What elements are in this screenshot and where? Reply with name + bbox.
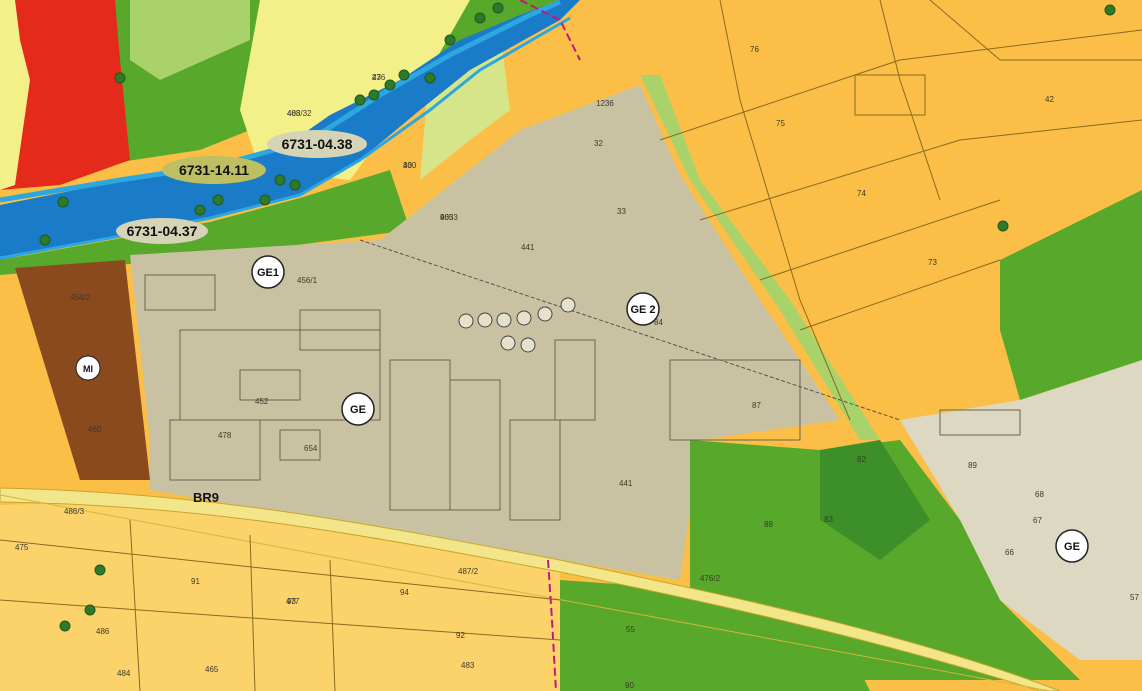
river-edge-line <box>0 0 561 203</box>
road-centerline <box>0 494 1051 691</box>
residential-area <box>0 0 130 190</box>
parcel-number: 441 <box>619 479 633 488</box>
parcel-number: 460 <box>88 425 102 434</box>
buildings <box>144 274 1021 521</box>
parcel-number: 82 <box>857 455 866 464</box>
biotope-label-3: 6731-04.37 <box>116 218 208 244</box>
zone-label-ge: GE <box>341 392 375 426</box>
railway-line <box>359 239 901 421</box>
zone-label-text: GE1 <box>257 267 279 279</box>
zone-label-mi: MI <box>75 355 101 381</box>
parcel-number: 484 <box>117 669 131 678</box>
parcel-number: 57 <box>1130 593 1139 602</box>
industrial-area <box>130 85 840 580</box>
biotope-label-1: 6731-14.11 <box>162 156 266 184</box>
parcel-number: 408/32 <box>287 109 312 118</box>
zone-label-text: GE <box>1064 541 1080 553</box>
biotope-label-text: 6731-14.11 <box>179 162 249 178</box>
parcel-number: 487/2 <box>458 567 479 576</box>
parcel-number: 74 <box>857 189 866 198</box>
parcel-number: 483 <box>461 661 475 670</box>
parcel-number: 42 <box>1045 95 1054 104</box>
storage-tanks <box>458 297 576 353</box>
parcel-number: 32 <box>594 139 603 148</box>
zone-label-ge-right: GE <box>1055 529 1089 563</box>
meadow-light-area <box>130 0 250 80</box>
parcel-number: 477 <box>286 597 300 606</box>
parcel-number: 68 <box>1035 490 1044 499</box>
zone-label-ge2: GE 2 <box>626 292 660 326</box>
parcel-number: 66 <box>1005 548 1014 557</box>
parcel-number: 67 <box>1033 516 1042 525</box>
biotope-label-text: 6731-04.38 <box>282 136 353 152</box>
parcel-number: 84 <box>654 318 663 327</box>
residential-border <box>0 0 30 190</box>
parcel-number: 436 <box>372 73 386 82</box>
forest-block-right <box>1000 190 1142 400</box>
parcel-number: 90 <box>625 681 634 690</box>
parcel-number: 483 <box>287 109 301 118</box>
parcel-number: 1236 <box>596 99 614 108</box>
road-label: BR9 <box>193 490 219 505</box>
parcel-number: 91 <box>191 577 200 586</box>
parcel-number: 475 <box>15 543 29 552</box>
parcel-number: 465 <box>440 213 454 222</box>
parcel-number: 93 <box>287 597 296 606</box>
agriculture-bottom <box>0 500 560 691</box>
zone-label-text: GE 2 <box>630 304 655 316</box>
parcel-number: 30 <box>403 161 412 170</box>
parcel-number: 76 <box>750 45 759 54</box>
parcel-number: 83 <box>824 515 833 524</box>
parcel-number: 476/2 <box>700 574 721 583</box>
boundary-line <box>519 0 581 61</box>
parcel-number: 33 <box>617 207 626 216</box>
biotope-label-2: 6731-04.38 <box>267 130 367 158</box>
parcel-number: 73 <box>928 258 937 267</box>
parcel-number: 9033 <box>440 213 458 222</box>
parcel-number: 486/3 <box>64 507 85 516</box>
parcel-number: 87 <box>752 401 761 410</box>
boundary-line-south <box>547 559 557 691</box>
parcel-number: 75 <box>776 119 785 128</box>
biotope-label-text: 6731-04.37 <box>127 223 198 239</box>
forest-block-center <box>560 580 870 691</box>
parcel-number: 88 <box>764 520 773 529</box>
zone-label-text: GE <box>350 404 366 416</box>
road-br9 <box>0 487 1061 691</box>
parcel-number: 430 <box>403 161 417 170</box>
parcel-number: 94 <box>400 588 409 597</box>
parcel-number: 92 <box>456 631 465 640</box>
parcel-number: 454/2 <box>70 293 91 302</box>
parcel-number: 441 <box>521 243 535 252</box>
parcel-number: 55 <box>626 625 635 634</box>
parcel-number: 452 <box>255 397 269 406</box>
parcel-number-layer: 408/32 436 430 465 441 1236 32 33 84 87 441 76 75 74 7… <box>15 45 1139 690</box>
parcel-number: 478 <box>218 431 232 440</box>
zone-label-ge1: GE1 <box>251 255 285 289</box>
tree-markers <box>39 2 1116 632</box>
forest-block-dark <box>820 440 930 560</box>
parcel-number: 27 <box>372 73 381 82</box>
parcel-number: 89 <box>968 461 977 470</box>
parcel-number: 654 <box>304 444 318 453</box>
zone-label-text: MI <box>83 364 93 374</box>
forest-strip <box>0 170 410 275</box>
parcel-number: 486 <box>96 627 110 636</box>
parcel-number: 456/1 <box>297 276 318 285</box>
parcel-number: 465 <box>205 665 219 674</box>
